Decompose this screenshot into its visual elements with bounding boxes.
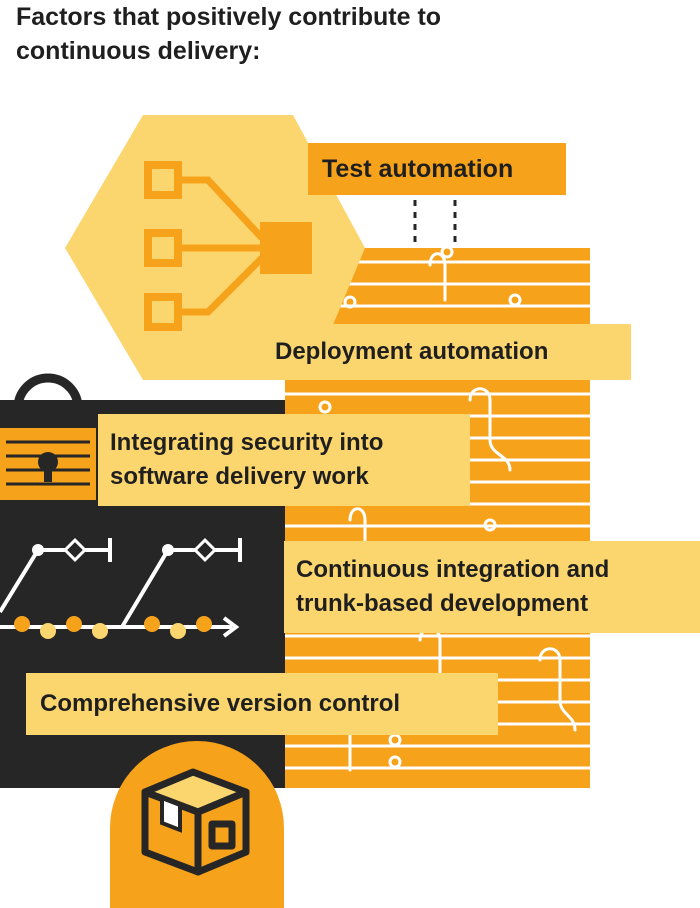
circuit-curve [468,387,512,472]
package-box-icon [110,741,284,908]
hexagon-workflow [65,115,365,380]
label-security-line-1: Integrating security into [110,429,384,456]
circuit-node [318,400,332,414]
circuit-curve [348,507,367,562]
circuit-node [343,295,357,309]
workflow-icon [144,161,312,331]
label-ci-line-2: trunk-based development [296,590,589,617]
circuit-node [483,518,497,532]
label-test-automation: Test automation [308,143,566,195]
label-deployment-automation: Deployment automation [263,324,631,380]
padlock-icon [0,373,96,500]
branch-pipeline-icon [0,537,242,639]
title-line-1: Factors that positively contribute to [16,3,442,31]
label-version-control: Comprehensive version control [26,673,498,735]
page-title: Factors that positively contribute to co… [16,0,616,68]
circuit-node [388,755,402,769]
title-line-2: continuous delivery: [16,37,261,65]
label-security-line-2: software delivery work [110,463,369,490]
label-security-integration: Integrating security into software deliv… [98,414,470,506]
label-continuous-integration: Continuous integration and trunk-based d… [284,541,700,633]
circuit-node [508,293,522,307]
circuit-node [388,733,402,747]
label-ci-line-1: Continuous integration and [296,556,610,583]
circuit-curve [428,252,447,302]
circuit-curve [538,647,577,732]
circuit-node [440,248,454,259]
